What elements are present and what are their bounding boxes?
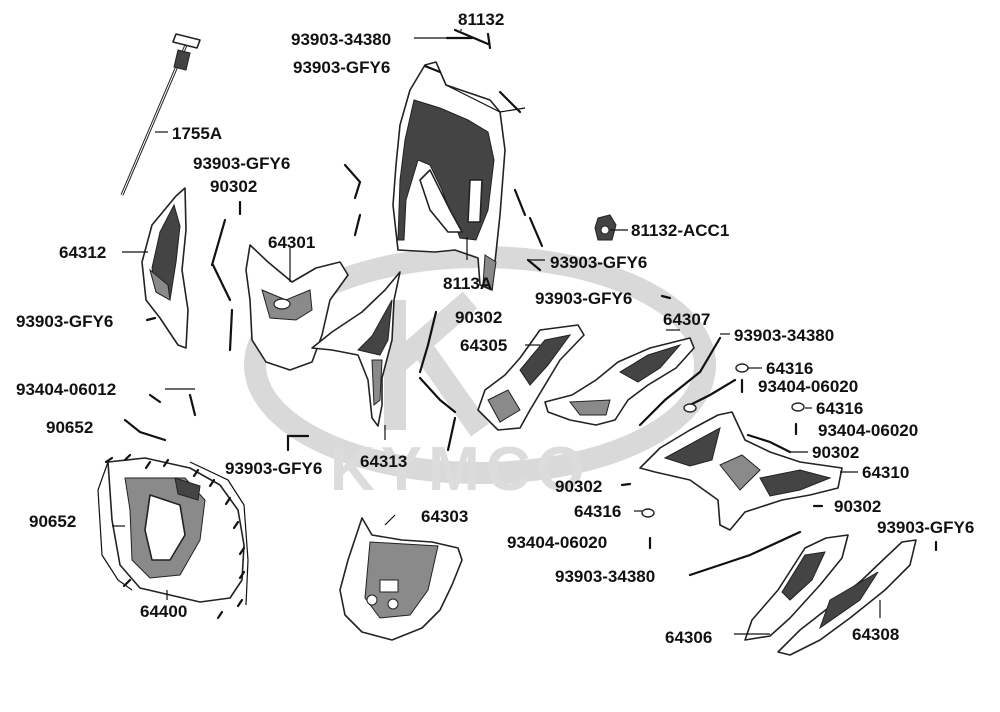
watermark-text: KYMCO xyxy=(330,435,591,504)
label-64316-c: 64316 xyxy=(574,502,621,521)
fasteners xyxy=(104,28,938,620)
label-64310: 64310 xyxy=(862,463,909,482)
label-64303: 64303 xyxy=(421,507,468,526)
part-64305-floor-cover xyxy=(477,324,585,431)
part-labels: 81132 93903-34380 93903-GFY6 1755A 93903… xyxy=(16,10,974,647)
label-93903-34380-top: 93903-34380 xyxy=(291,30,391,49)
label-1755a: 1755A xyxy=(172,124,222,143)
label-93903-gfy6-center: 93903-GFY6 xyxy=(535,289,632,308)
label-64312: 64312 xyxy=(59,243,106,262)
label-93404-06020-b: 93404-06020 xyxy=(818,421,918,440)
label-64306: 64306 xyxy=(665,628,712,647)
part-64308-side-skirt xyxy=(777,539,917,656)
label-93404-06020-a: 93404-06020 xyxy=(758,377,858,396)
part-64303-front-lower xyxy=(339,517,463,641)
part-64301-front-cover xyxy=(245,244,349,371)
label-64301: 64301 xyxy=(268,233,315,252)
label-90302-mid: 90302 xyxy=(555,477,602,496)
label-93903-34380-right: 93903-34380 xyxy=(734,326,834,345)
part-64307-floor-cover xyxy=(544,337,695,426)
part-64400-inner-fender xyxy=(97,457,249,606)
label-90652-b: 90652 xyxy=(29,512,76,531)
label-93903-gfy6-top: 93903-GFY6 xyxy=(293,58,390,77)
label-64316-b: 64316 xyxy=(816,399,863,418)
label-90302-right-a: 90302 xyxy=(812,443,859,462)
label-93404-06012: 93404-06012 xyxy=(16,380,116,399)
label-90652-a: 90652 xyxy=(46,418,93,437)
label-93903-gfy6-far-right: 93903-GFY6 xyxy=(877,518,974,537)
label-64400: 64400 xyxy=(140,602,187,621)
label-93903-gfy6-right-mid: 93903-GFY6 xyxy=(550,253,647,272)
label-64316-a: 64316 xyxy=(766,359,813,378)
label-64305: 64305 xyxy=(460,336,507,355)
label-90302-right-b: 90302 xyxy=(834,497,881,516)
part-8113a-inner-panel xyxy=(392,61,526,291)
label-93903-34380-bottom: 93903-34380 xyxy=(555,567,655,586)
part-64312-side-panel xyxy=(141,187,189,349)
part-64313-center-panel xyxy=(311,271,401,427)
label-81132-acc1: 81132-ACC1 xyxy=(631,221,729,240)
part-64310-floor-board xyxy=(639,411,843,531)
part-64306-side-skirt xyxy=(744,534,849,641)
label-93404-06020-c: 93404-06020 xyxy=(507,533,607,552)
label-90302-left-top: 90302 xyxy=(210,177,257,196)
label-64313: 64313 xyxy=(360,452,407,471)
label-90302-center: 90302 xyxy=(455,308,502,327)
label-64308: 64308 xyxy=(852,625,899,644)
label-93903-gfy6-bottom-left: 93903-GFY6 xyxy=(225,459,322,478)
label-93903-gfy6-left-top: 93903-GFY6 xyxy=(193,154,290,173)
leader-lines xyxy=(112,29,881,635)
part-81132-acc1 xyxy=(594,214,617,241)
label-8113a: 8113A xyxy=(443,274,492,293)
label-64307: 64307 xyxy=(663,310,710,329)
label-93903-gfy6-left-mid: 93903-GFY6 xyxy=(16,312,113,331)
label-81132: 81132 xyxy=(458,10,504,29)
part-1755a-rod xyxy=(120,33,201,196)
